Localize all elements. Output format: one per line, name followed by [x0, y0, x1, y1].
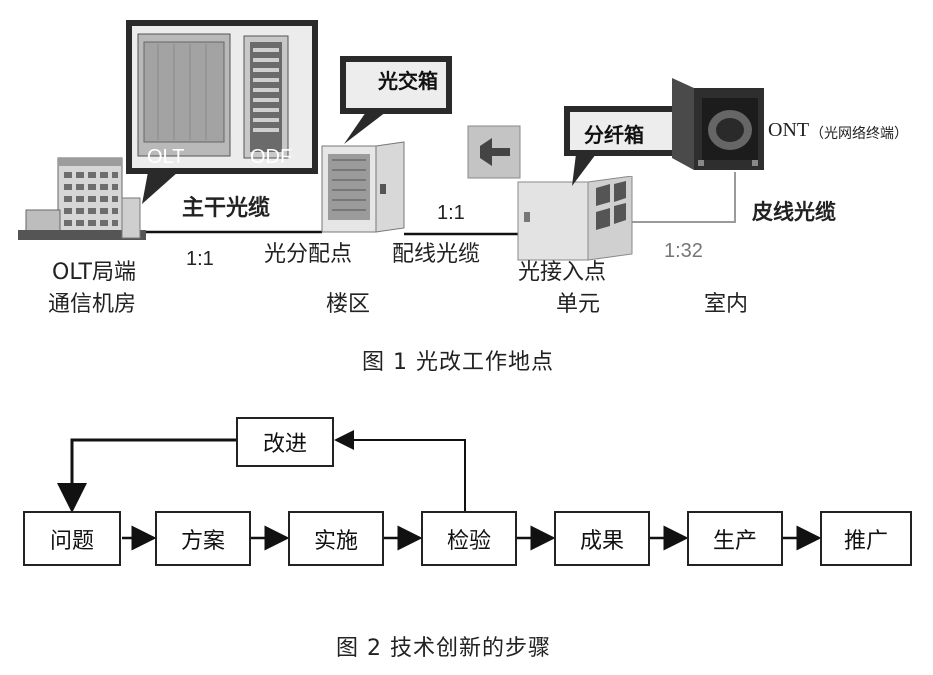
step-plan: 方案 — [155, 511, 251, 566]
cross-box-callout — [340, 56, 452, 144]
indoor-label: 室内 — [704, 292, 749, 317]
distribution-cable-label: 配线光缆 — [392, 242, 481, 267]
olt-odf-callout — [126, 20, 318, 204]
distribution-point-label: 光分配点 — [264, 242, 353, 267]
step-result: 成果 — [554, 511, 650, 566]
drop-cable-line — [630, 172, 736, 223]
splitter-box-icon — [517, 176, 633, 261]
split-box-callout — [564, 106, 678, 186]
ont-label: ONT — [768, 119, 810, 141]
figure2-caption: 图 2 技术创新的步骤 — [336, 636, 551, 661]
building-area-label: 楼区 — [326, 292, 371, 317]
step-production: 生产 — [687, 511, 783, 566]
ratio-distribution: 1:1 — [437, 202, 465, 224]
cross-box-label: 光交箱 — [378, 69, 438, 93]
trunk-cable-label: 主干光缆 — [182, 196, 271, 221]
step-problem: 问题 — [23, 511, 121, 566]
olt-site-line2: 通信机房 — [48, 292, 137, 317]
ratio-trunk: 1:1 — [186, 248, 214, 270]
olt-site-line1: OLT局端 — [52, 260, 136, 285]
olt-label: OLT — [147, 146, 185, 168]
unit-label: 单元 — [556, 292, 601, 317]
connector-icon — [467, 125, 521, 179]
ont-note: （光网络终端） — [810, 126, 908, 142]
feedback-arrow-to-problem — [57, 438, 238, 513]
figure1-connectors — [140, 172, 736, 236]
cross-connect-cabinet-icon — [321, 141, 405, 233]
building-icon — [18, 157, 146, 240]
improve-box: 改进 — [236, 417, 334, 467]
split-box-label: 分纤箱 — [584, 123, 644, 147]
step-verify: 检验 — [421, 511, 517, 566]
access-point-label: 光接入点 — [518, 260, 607, 285]
step-implement: 实施 — [288, 511, 384, 566]
drop-cable-label: 皮线光缆 — [752, 200, 836, 224]
figure1-caption: 图 1 光改工作地点 — [362, 350, 554, 375]
feedback-arrow-to-improve — [334, 430, 466, 512]
step-promotion: 推广 — [820, 511, 912, 566]
ratio-drop: 1:32 — [664, 240, 703, 262]
flow-arrows — [57, 430, 822, 551]
odf-label: ODF — [250, 146, 293, 168]
ont-device-icon — [672, 78, 764, 170]
